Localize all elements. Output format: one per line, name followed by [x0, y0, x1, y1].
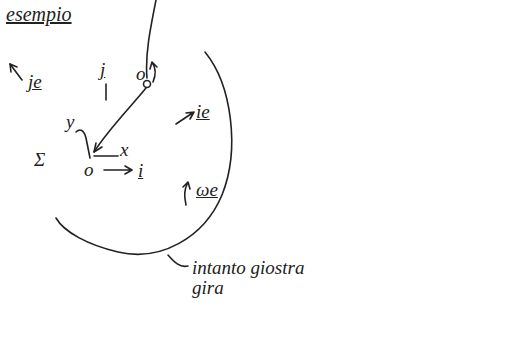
x-axis-stub	[94, 155, 118, 157]
leader-line	[168, 255, 188, 266]
je-arrow-head	[10, 64, 17, 72]
merry-go-round	[56, 52, 232, 254]
point-label: o	[136, 64, 146, 84]
origin-label: o	[84, 160, 94, 180]
y-axis	[76, 130, 90, 158]
i-arrow	[104, 166, 132, 174]
axis-label: y	[66, 112, 74, 132]
vector-label: ωe	[196, 180, 218, 200]
vector-label: je	[28, 72, 42, 92]
position-arrow-head	[94, 143, 102, 152]
vector-label: j	[100, 60, 105, 80]
je-arrow	[10, 64, 22, 80]
j-stroke	[105, 84, 107, 100]
heading: esempio	[6, 4, 72, 25]
note: intanto giostra gira	[192, 258, 327, 298]
omega-arrow	[183, 182, 190, 205]
ie-arrow	[176, 112, 194, 124]
frame-label: Σ	[34, 150, 45, 170]
axis-label: x	[120, 140, 128, 160]
motion-arrow	[150, 62, 157, 82]
vector-label: ie	[196, 102, 210, 122]
vector-label: i	[138, 161, 143, 181]
